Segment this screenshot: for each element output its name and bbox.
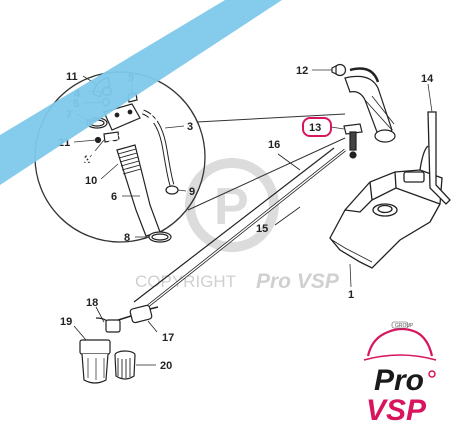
detail-leader-top — [196, 113, 346, 123]
callout-14: 14 — [421, 73, 434, 85]
main-leaders — [312, 69, 433, 288]
grommet-part — [103, 131, 120, 143]
callout-6: 6 — [111, 191, 117, 203]
main-filler-pipe — [331, 63, 396, 143]
watermark-copyright-text: COPYRIGHT — [135, 272, 236, 291]
clip-lower-part — [165, 185, 179, 195]
pump-strainer-part — [114, 350, 156, 380]
callout-16: 16 — [268, 139, 280, 151]
callout-17: 17 — [162, 332, 174, 344]
callout-11: 11 — [66, 71, 78, 83]
logo-group-text: GROUP — [395, 323, 414, 329]
callout-18: 18 — [86, 297, 98, 309]
logo-line-pro: Pro — [374, 364, 424, 397]
highlight-box-13 — [302, 117, 332, 137]
callout-10: 10 — [85, 175, 97, 187]
detail-leader-bottom — [187, 137, 346, 211]
fuel-line-16 — [133, 147, 335, 303]
fuel-lines — [133, 147, 346, 308]
fuel-pump-part — [73, 325, 111, 384]
strap-bracket-part — [427, 111, 451, 205]
logo-car-roof — [366, 327, 434, 357]
callout-1: 1 — [348, 289, 354, 301]
neck-end-part — [374, 129, 396, 143]
fuel-sensor-part — [343, 123, 363, 159]
callout-20: 20 — [160, 360, 172, 372]
filler-hose-part — [116, 144, 161, 237]
logo-line-vsp: VSP — [366, 394, 427, 427]
fuel-tank-part — [329, 111, 451, 269]
callout-12: 12 — [296, 65, 308, 77]
pressure-regulator-part — [95, 306, 121, 333]
callout-8: 8 — [124, 232, 130, 244]
callout-2: 2 — [84, 154, 90, 166]
callout-9-lower: 9 — [189, 186, 195, 198]
callout-15: 15 — [256, 223, 268, 235]
vent-tube-part — [349, 67, 380, 83]
callout-13: 13 — [309, 122, 321, 134]
watermark-brand-text: Pro VSP — [256, 270, 340, 293]
callout-3: 3 — [187, 121, 193, 133]
brand-logo: GROUP Pro VSP — [363, 321, 437, 427]
callout-19: 19 — [60, 316, 72, 328]
callout-labels: 11 4 5 7 21 2 9 3 9 10 6 8 12 13 14 16 1… — [58, 65, 434, 372]
